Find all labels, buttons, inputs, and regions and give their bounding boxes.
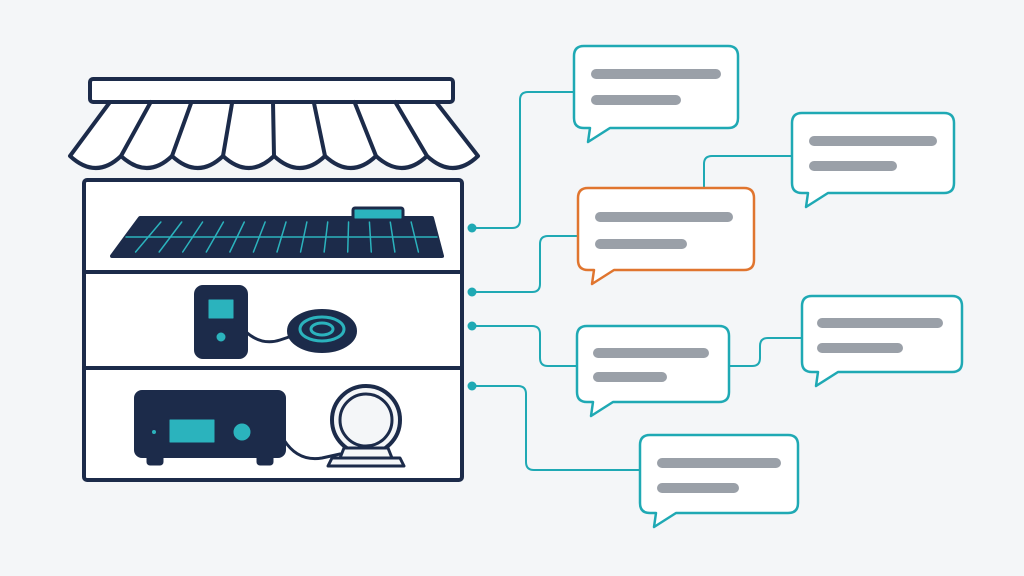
connector-3 xyxy=(471,325,578,367)
connector-5 xyxy=(703,155,793,189)
connector-6 xyxy=(729,337,803,367)
awning-bar xyxy=(88,77,455,104)
bubble-outline xyxy=(572,44,740,144)
wireless-charger-icon xyxy=(287,309,357,353)
awning-stripe xyxy=(311,100,327,158)
bubble-outline xyxy=(638,433,800,529)
connector-dots xyxy=(467,223,477,391)
bubble-4 xyxy=(575,324,731,418)
connector-4 xyxy=(471,385,641,471)
speech-bubbles xyxy=(572,44,964,529)
speaker-cable xyxy=(282,438,342,461)
connector-1 xyxy=(471,91,575,229)
bubble-1 xyxy=(572,44,740,144)
connectors xyxy=(471,91,803,471)
connector-dot-2 xyxy=(467,287,477,297)
awning-stripe xyxy=(271,100,276,158)
bubble-6 xyxy=(638,433,800,529)
awning-stripe xyxy=(221,100,235,158)
bubble-outline xyxy=(576,186,756,286)
connector-dot-1 xyxy=(467,223,477,233)
awning-stripes xyxy=(119,100,429,158)
speaker-icon xyxy=(326,384,406,468)
awning-stripe xyxy=(352,100,378,158)
bubble-outline xyxy=(800,294,964,388)
bubble-outline xyxy=(790,111,956,209)
bubble-5 xyxy=(800,294,964,388)
bubble-outline xyxy=(575,324,731,418)
awning-stripe xyxy=(393,100,429,158)
solar-panel-icon xyxy=(110,206,444,258)
bubble-3 xyxy=(576,186,756,286)
storefront xyxy=(68,77,480,482)
connector-dot-3 xyxy=(467,321,477,331)
amplifier-icon xyxy=(134,390,286,466)
awning-stripe xyxy=(119,100,153,158)
bubble-2 xyxy=(790,111,956,209)
connector-2 xyxy=(471,235,579,293)
charger-cable xyxy=(244,330,294,344)
awning-stripe xyxy=(170,100,194,158)
handheld-device-icon xyxy=(194,285,248,359)
connector-dot-4 xyxy=(467,381,477,391)
